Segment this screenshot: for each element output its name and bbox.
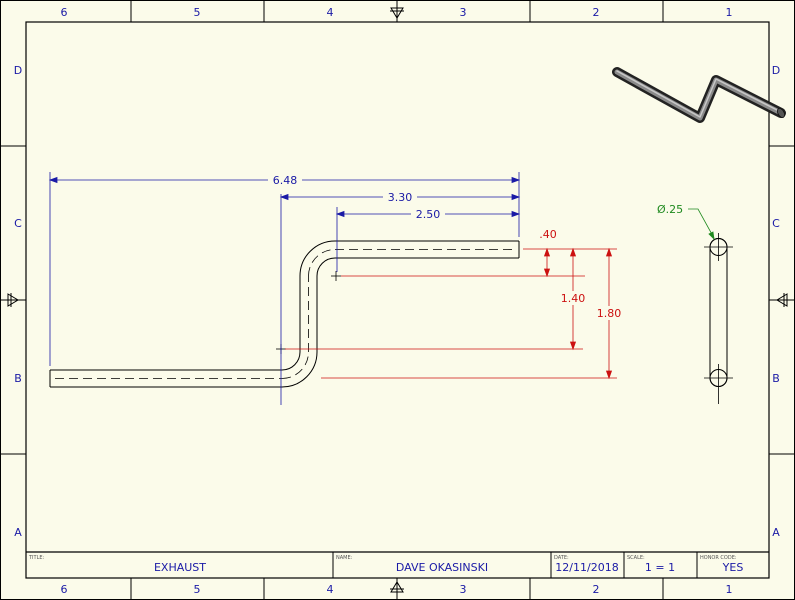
zone-col-top-1: 6 bbox=[61, 6, 68, 19]
dim-height-bg bbox=[593, 306, 625, 320]
isometric-view bbox=[612, 67, 786, 123]
scale-label: SCALE: bbox=[627, 555, 645, 561]
zone-col-bottom-2: 5 bbox=[194, 583, 201, 596]
dim-c2c-bg bbox=[557, 291, 589, 305]
zone-column-labels: 6 5 4 3 2 1 6 5 4 3 2 1 bbox=[61, 6, 733, 596]
zone-row-labels: D C B A D C B A bbox=[14, 64, 780, 539]
zone-row-right-b: B bbox=[772, 372, 780, 385]
zone-col-top-4: 3 bbox=[460, 6, 467, 19]
horizontal-dimensions: 6.48 3.30 2.50 bbox=[48, 172, 521, 405]
dim-total-height: 1.80 bbox=[597, 307, 622, 320]
zone-row-left-a: A bbox=[14, 526, 22, 539]
name-label: NAME: bbox=[336, 555, 353, 561]
title-label: TITLE: bbox=[28, 555, 45, 561]
honor-value: YES bbox=[722, 561, 744, 574]
name-value: DAVE OKASINSKI bbox=[396, 561, 488, 574]
zone-col-top-6: 1 bbox=[726, 6, 733, 19]
dim-overall-length: 6.48 bbox=[273, 174, 298, 187]
zone-col-bottom-1: 6 bbox=[61, 583, 68, 596]
zone-col-bottom-4: 3 bbox=[460, 583, 467, 596]
vertical-dimensions: .40 1.40 1.80 bbox=[285, 228, 625, 380]
date-label: DATE: bbox=[554, 555, 569, 561]
pipe-centerline bbox=[55, 249, 514, 379]
zone-row-right-c: C bbox=[772, 217, 780, 230]
front-view bbox=[49, 240, 520, 388]
side-view: Ø.25 bbox=[657, 203, 733, 404]
date-value: 12/11/2018 bbox=[555, 561, 618, 574]
zone-col-bottom-3: 4 bbox=[327, 583, 334, 596]
dim-offset-to-bend: 3.30 bbox=[388, 191, 413, 204]
zone-row-left-c: C bbox=[14, 217, 22, 230]
dim-center-to-center: 1.40 bbox=[561, 292, 586, 305]
dim-overall-bg bbox=[268, 173, 302, 187]
zone-col-top-5: 2 bbox=[593, 6, 600, 19]
dim-top-offset: .40 bbox=[539, 228, 557, 241]
zone-col-top-2: 5 bbox=[194, 6, 201, 19]
honor-label: HONOR CODE: bbox=[700, 555, 737, 561]
zone-row-right-a: A bbox=[772, 526, 780, 539]
dim-offset-bg bbox=[383, 190, 417, 204]
dim-top-leg: 2.50 bbox=[416, 208, 441, 221]
title-value: EXHAUST bbox=[154, 561, 206, 574]
zone-row-left-d: D bbox=[14, 64, 22, 77]
pipe-outline bbox=[49, 240, 520, 388]
zone-col-bottom-6: 1 bbox=[726, 583, 733, 596]
zone-col-top-3: 4 bbox=[327, 6, 334, 19]
zone-row-right-d: D bbox=[772, 64, 780, 77]
dim-topleg-bg bbox=[411, 207, 445, 221]
title-block: TITLE: EXHAUST NAME: DAVE OKASINSKI DATE… bbox=[26, 551, 769, 578]
dim-diameter: Ø.25 bbox=[657, 203, 683, 216]
diameter-leader bbox=[688, 208, 715, 241]
zone-row-left-b: B bbox=[14, 372, 22, 385]
zone-col-bottom-5: 2 bbox=[593, 583, 600, 596]
scale-value: 1 = 1 bbox=[645, 561, 675, 574]
